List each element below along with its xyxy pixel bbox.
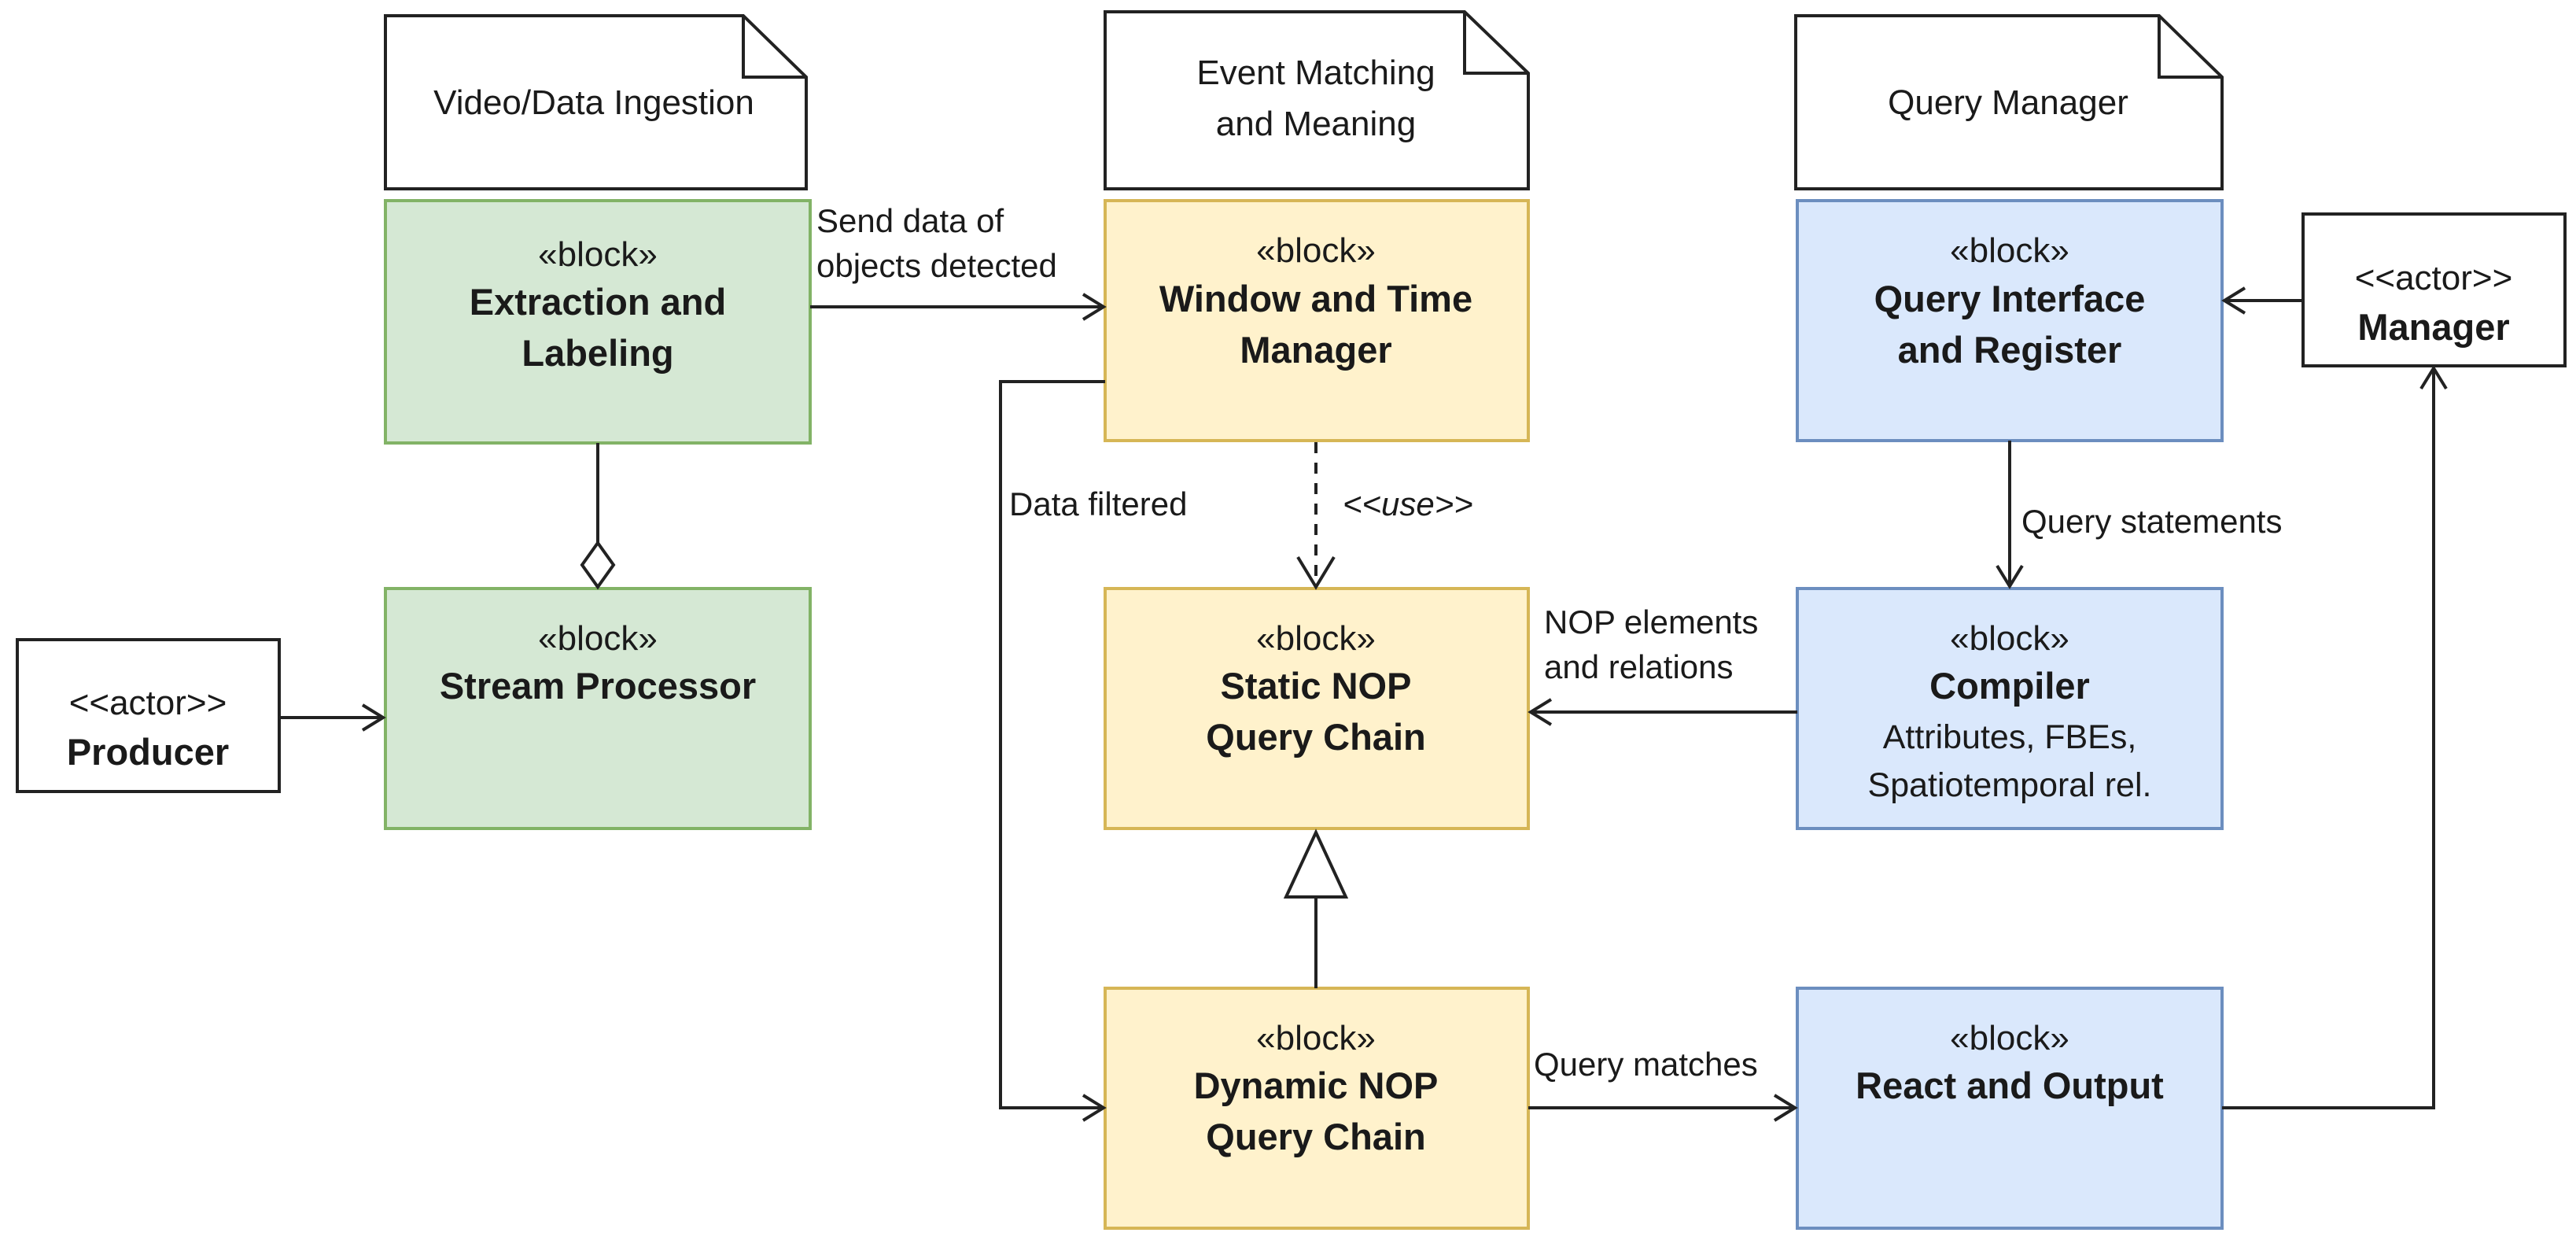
actor-name: Manager xyxy=(2357,306,2509,348)
block-detail-line1: Attributes, FBEs, xyxy=(1883,718,2137,756)
block-stereotype: «block» xyxy=(1950,1019,2069,1057)
edge-aggregation xyxy=(580,443,616,590)
note-event-matching: Event Matching and Meaning xyxy=(1104,10,1530,190)
block-name-line2: Labeling xyxy=(521,332,673,374)
block-name-line1: React and Output xyxy=(1856,1065,2164,1106)
edge-send-data: Send data of objects detected xyxy=(810,202,1107,321)
note-matching-line2: and Meaning xyxy=(1216,105,1416,143)
block-name-line1: Window and Time xyxy=(1159,278,1472,319)
actor-producer[interactable]: <<actor>> Producer xyxy=(16,638,281,793)
edge-label-nop-elements-line1: NOP elements xyxy=(1544,603,1758,640)
note-ingestion-text: Video/Data Ingestion xyxy=(433,83,754,122)
block-react-and-output[interactable]: «block» React and Output xyxy=(1796,987,2224,1230)
edge-query-matches: Query matches xyxy=(1528,1046,1798,1122)
edge-label-use: <<use>> xyxy=(1343,485,1473,522)
actor-stereotype: <<actor>> xyxy=(2355,259,2513,297)
block-name-line2: Manager xyxy=(1240,329,1391,371)
block-name-line1: Stream Processor xyxy=(440,665,756,707)
actor-stereotype: <<actor>> xyxy=(69,684,227,722)
block-name-line2: Query Chain xyxy=(1206,1116,1425,1157)
block-stereotype: «block» xyxy=(538,235,658,274)
edge-producer-to-stream xyxy=(279,703,386,732)
edge-nop-elements: NOP elements and relations xyxy=(1528,603,1797,726)
block-name-line1: Query Interface xyxy=(1874,278,2146,319)
block-window-and-time-manager[interactable]: «block» Window and Time Manager xyxy=(1104,199,1530,442)
note-video-data-ingestion: Video/Data Ingestion xyxy=(384,14,808,190)
note-matching-line1: Event Matching xyxy=(1196,54,1435,92)
block-stereotype: «block» xyxy=(1950,231,2069,270)
actor-manager[interactable]: <<actor>> Manager xyxy=(2301,212,2567,367)
block-stereotype: «block» xyxy=(538,619,658,658)
block-static-nop-query-chain[interactable]: «block» Static NOP Query Chain xyxy=(1104,587,1530,830)
note-query-manager: Query Manager xyxy=(1794,14,2224,190)
block-extraction-and-labeling[interactable]: «block» Extraction and Labeling xyxy=(384,199,812,445)
block-stereotype: «block» xyxy=(1256,1019,1376,1057)
block-name-line1: Extraction and xyxy=(470,281,726,323)
edge-data-filtered: Data filtered xyxy=(999,380,1187,1122)
edge-output-to-manager xyxy=(2222,365,2448,1109)
block-stereotype: «block» xyxy=(1256,231,1376,270)
edge-generalization xyxy=(1283,829,1349,988)
block-detail-line2: Spatiotemporal rel. xyxy=(1868,766,2152,804)
note-query-manager-text: Query Manager xyxy=(1888,83,2128,122)
edge-label-send-data-line2: objects detected xyxy=(816,247,1057,284)
edge-label-data-filtered: Data filtered xyxy=(1009,485,1187,522)
edge-label-send-data-line1: Send data of xyxy=(816,202,1004,239)
block-dynamic-nop-query-chain[interactable]: «block» Dynamic NOP Query Chain xyxy=(1104,987,1530,1230)
block-stereotype: «block» xyxy=(1950,619,2069,658)
block-compiler[interactable]: «block» Compiler Attributes, FBEs, Spati… xyxy=(1796,587,2224,830)
block-name-line1: Static NOP xyxy=(1221,665,1412,707)
block-query-interface-and-register[interactable]: «block» Query Interface and Register xyxy=(1796,199,2224,442)
block-name-line2: Query Chain xyxy=(1206,716,1425,758)
block-name-line2: and Register xyxy=(1898,329,2122,371)
edge-label-nop-elements-line2: and relations xyxy=(1544,648,1734,685)
block-name-line1: Compiler xyxy=(1929,665,2090,707)
edge-label-query-matches: Query matches xyxy=(1534,1046,1758,1083)
edge-use-dependency: <<use>> xyxy=(1296,442,1473,590)
edge-manager-to-query-interface xyxy=(2221,286,2303,315)
edge-label-query-statements: Query statements xyxy=(2021,503,2282,540)
block-stereotype: «block» xyxy=(1256,619,1376,658)
actor-name: Producer xyxy=(67,731,229,773)
block-name-line1: Dynamic NOP xyxy=(1194,1065,1439,1106)
block-stream-processor[interactable]: «block» Stream Processor xyxy=(384,587,812,830)
edge-query-statements: Query statements xyxy=(1996,441,2282,589)
